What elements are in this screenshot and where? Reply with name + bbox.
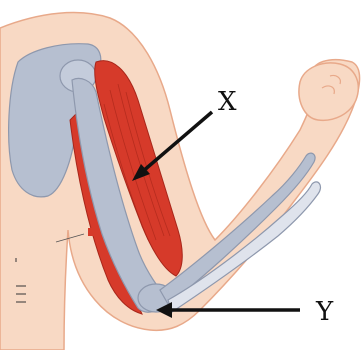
label-y: Y [315, 297, 334, 327]
marker [88, 228, 96, 236]
label-x: X [218, 87, 237, 117]
